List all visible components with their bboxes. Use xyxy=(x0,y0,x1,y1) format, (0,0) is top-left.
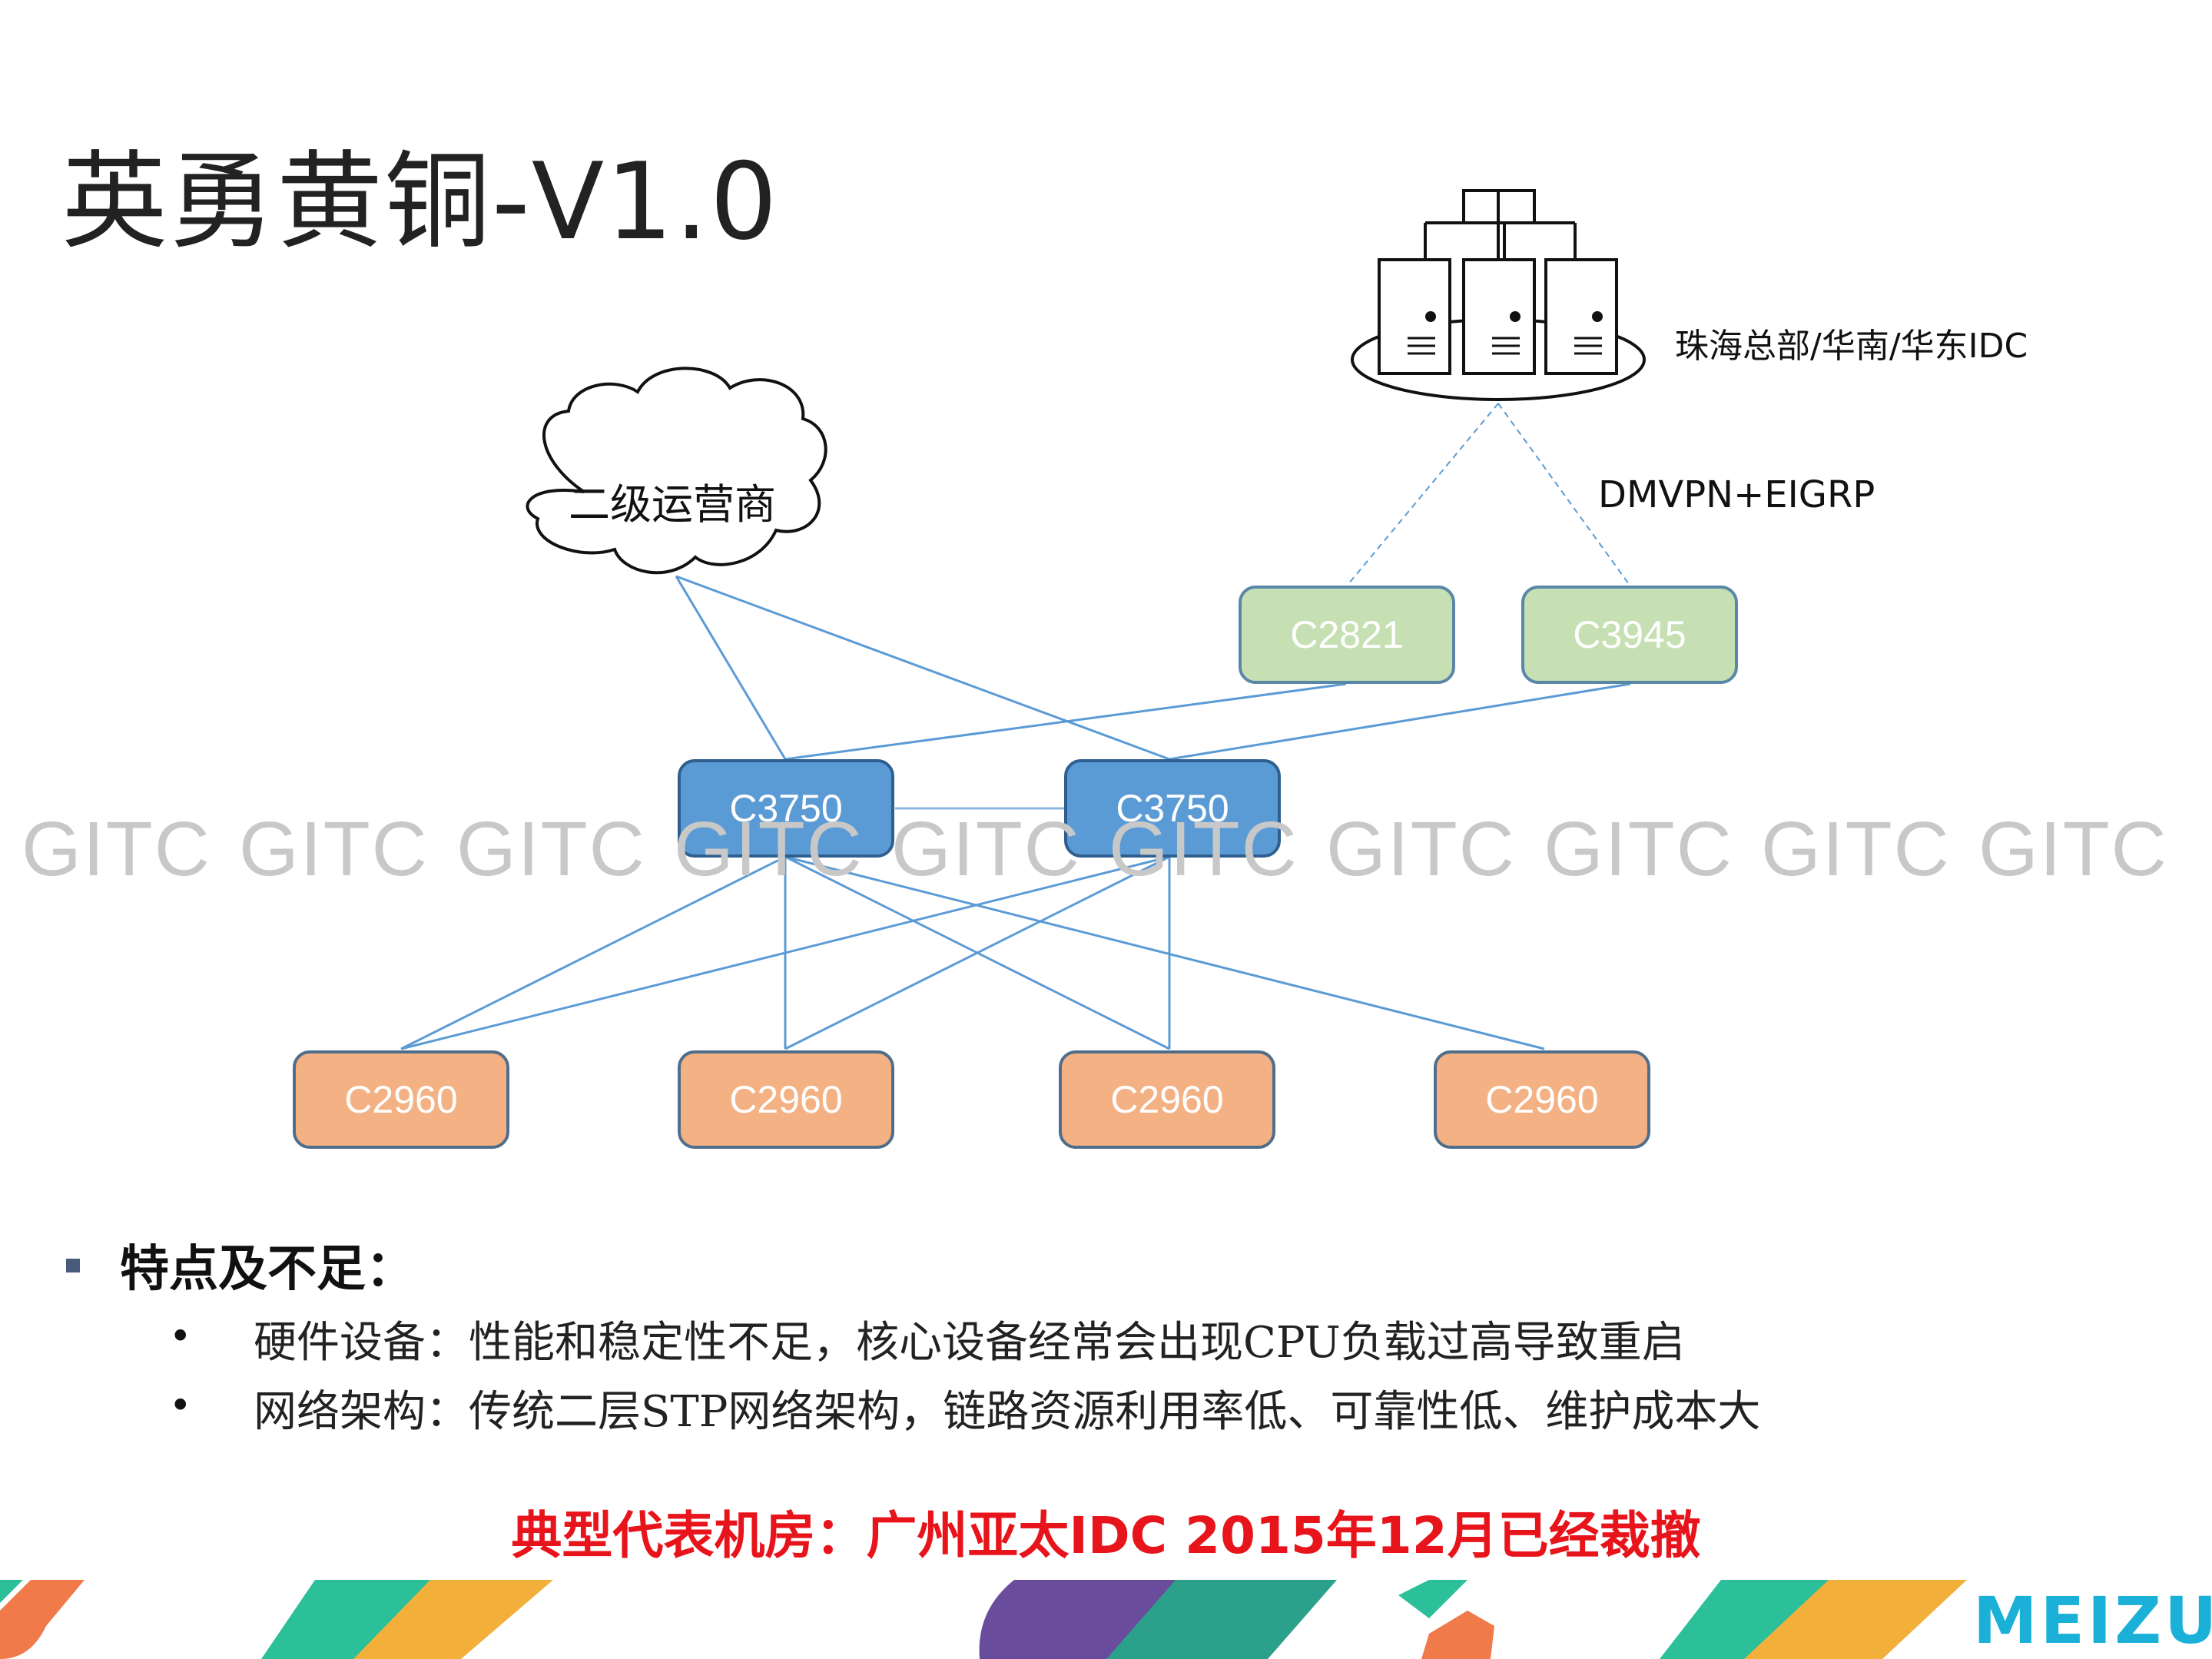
vpn-link-c2821 xyxy=(1348,403,1499,585)
watermark-text: GITC xyxy=(891,806,1081,892)
watermark-text: GITC xyxy=(456,806,646,892)
link-isp-core1 xyxy=(675,576,787,760)
link-c3945-core2 xyxy=(1169,682,1631,761)
core-switch-1[interactable]: C3750 xyxy=(678,759,894,858)
watermark-text: GITC xyxy=(1326,806,1516,892)
wan-router-c2821[interactable]: C2821 xyxy=(1239,586,1455,684)
feature-item: 硬件设备：性能和稳定性不足，核心设备经常会出现CPU负载过高导致重启 xyxy=(254,1318,1685,1368)
feature-item: 网络架构：传统二层STP网络架构，链路资源利用率低、可靠性低、维护成本大 xyxy=(254,1387,1761,1437)
vpn-link-c3945 xyxy=(1497,403,1630,585)
watermark-text: GITC xyxy=(1109,806,1298,892)
link-core2-acc1 xyxy=(400,855,1170,1050)
isp-cloud-shape xyxy=(526,367,827,575)
link-c2821-core1 xyxy=(784,682,1347,761)
link-core1-acc1 xyxy=(400,855,786,1050)
access-switch-4[interactable]: C2960 xyxy=(1434,1050,1650,1149)
network-diagram xyxy=(400,189,1646,1050)
watermark-text: GITC xyxy=(22,806,211,892)
meizu-logo: MEIZU xyxy=(1973,1583,2212,1658)
watermark-text: GITC xyxy=(1761,806,1951,892)
link-core2-acc2 xyxy=(784,855,1170,1050)
bullet-dot-icon: • xyxy=(169,1383,192,1428)
access-switch-2[interactable]: C2960 xyxy=(678,1050,894,1149)
datacenter-label: 珠海总部/华南/华东IDC xyxy=(1675,327,2028,366)
watermark-text: GITC xyxy=(1544,806,1733,892)
watermark-text: GITC xyxy=(239,806,429,892)
wan-router-c3945[interactable]: C3945 xyxy=(1521,586,1738,684)
features-heading: 特点及不足： xyxy=(120,1241,415,1298)
watermark-text: GITC xyxy=(1978,806,2168,892)
access-switch-1[interactable]: C2960 xyxy=(293,1050,509,1149)
watermark-row: GITC GITC GITC GITC GITC GITC GITC GITC GITC GITC xyxy=(0,805,2212,905)
footer-decoration xyxy=(0,1580,1967,1659)
isp-label: 二级运营商 xyxy=(569,480,776,529)
highlight-note: 典型代表机房：广州亚太IDC 2015年12月已经裁撤 xyxy=(511,1506,1701,1565)
slide-title: 英勇黄铜-V1.0 xyxy=(61,140,779,264)
square-bullet-icon xyxy=(66,1259,80,1272)
core-switch-2[interactable]: C3750 xyxy=(1064,759,1281,858)
datacenter-icon xyxy=(1351,189,1646,401)
link-isp-core2 xyxy=(675,575,1170,761)
vpn-label: DMVPN+EIGRP xyxy=(1598,473,1875,516)
link-core1-acc4 xyxy=(784,855,1545,1050)
bullet-dot-icon: • xyxy=(169,1314,192,1359)
watermark-text: GITC xyxy=(674,806,864,892)
access-switch-3[interactable]: C2960 xyxy=(1059,1050,1275,1149)
